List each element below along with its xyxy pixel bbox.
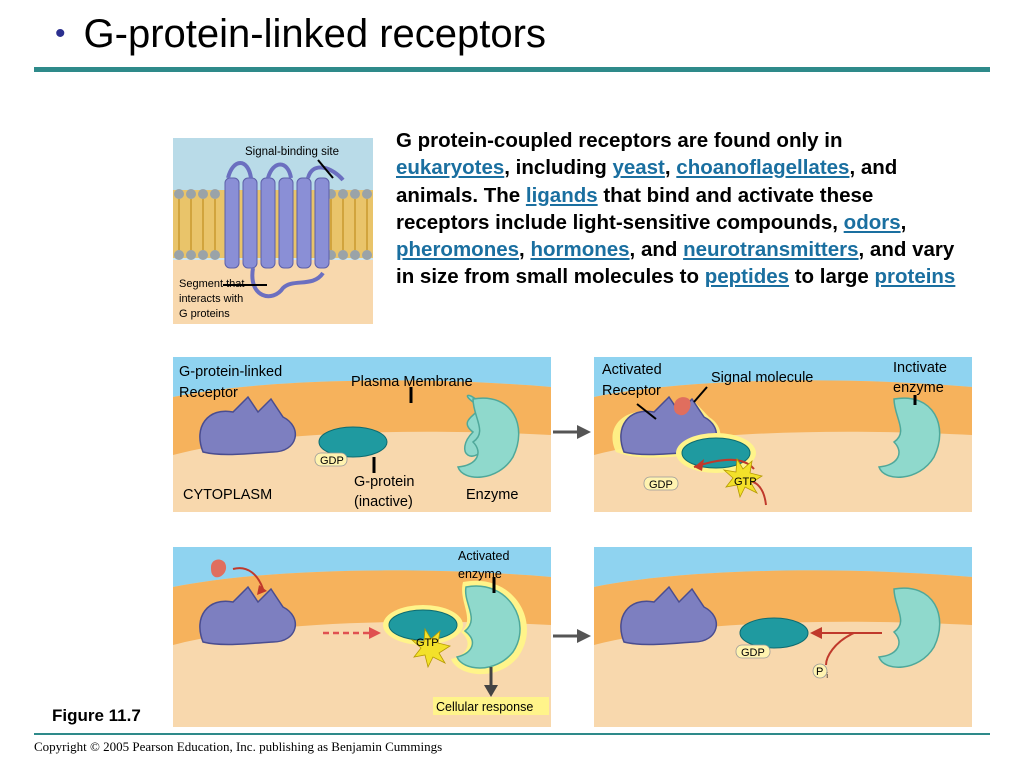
p1-gprotein-line2: (inactive) bbox=[354, 494, 413, 510]
panel-activated-enzyme: Cellular response GTP Activated enzyme bbox=[173, 547, 551, 727]
paragraph-text: , bbox=[664, 156, 677, 180]
segment-label-line3: G proteins bbox=[179, 308, 230, 320]
active-enzyme-shape bbox=[455, 585, 521, 669]
paragraph-text: , including bbox=[504, 156, 613, 180]
released-signal-shape bbox=[211, 559, 227, 578]
link-choanoflagellates[interactable]: choanoflagellates bbox=[676, 156, 850, 180]
p2-signal-molecule-label: Signal molecule bbox=[711, 370, 813, 386]
paragraph-text: G protein-coupled receptors are found on… bbox=[396, 129, 843, 152]
p2-inactive-line1: Inctivate bbox=[893, 360, 947, 376]
link-neurotransmitters[interactable]: neurotransmitters bbox=[683, 238, 859, 262]
link-peptides[interactable]: peptides bbox=[704, 265, 790, 289]
p1-cytoplasm-label: CYTOPLASM bbox=[183, 487, 272, 503]
footer-divider bbox=[34, 733, 990, 735]
paragraph-text: to large bbox=[789, 265, 875, 289]
p1-enzyme-label: Enzyme bbox=[466, 487, 518, 503]
paragraph-text: , and bbox=[629, 238, 684, 262]
p4-gdp-label: GDP bbox=[741, 647, 765, 659]
panel-inactive-state: GDP G-protein-linked Receptor Plasma Mem… bbox=[173, 357, 551, 512]
inactive-enzyme-shape bbox=[877, 397, 941, 478]
link-pheromones[interactable]: pheromones bbox=[396, 238, 520, 262]
link-hormones[interactable]: hormones bbox=[530, 238, 630, 262]
p1-receptor-line2: Receptor bbox=[179, 385, 238, 401]
link-odors[interactable]: odors bbox=[843, 210, 901, 234]
title-text: G-protein-linked receptors bbox=[83, 12, 546, 56]
p1-gdp-label: GDP bbox=[320, 455, 344, 467]
link-eukaryotes[interactable]: eukaryotes bbox=[396, 156, 505, 180]
link-proteins[interactable]: proteins bbox=[874, 265, 956, 289]
paragraph-text: , and animals. The bbox=[396, 156, 898, 207]
p2-activated-line1: Activated bbox=[602, 362, 662, 378]
p3-gtp-label: GTP bbox=[416, 637, 439, 649]
signal-binding-site-label: Signal-binding site bbox=[245, 146, 339, 158]
p1-plasma-membrane-label: Plasma Membrane bbox=[351, 374, 473, 390]
slide-title: • G-protein-linked receptors bbox=[55, 8, 546, 60]
p4-pi-sub: i bbox=[826, 673, 828, 680]
receptor-shape bbox=[199, 395, 297, 456]
title-bullet: • bbox=[55, 17, 66, 50]
description-paragraph: G protein-coupled receptors are found on… bbox=[396, 127, 956, 291]
p2-inactive-line2: enzyme bbox=[893, 380, 944, 396]
link-ligands[interactable]: ligands bbox=[525, 183, 598, 207]
step-arrow-2 bbox=[553, 629, 591, 643]
figure-label: Figure 11.7 bbox=[52, 706, 141, 725]
segment-label-line1: Segment that bbox=[179, 278, 244, 290]
receptor-structure-panel: Signal-binding site Segment that interac… bbox=[173, 138, 373, 324]
p1-receptor-line1: G-protein-linked bbox=[179, 364, 282, 380]
paragraph-text: , bbox=[519, 238, 531, 262]
p3-activated-enzyme-line1: Activated bbox=[458, 549, 509, 563]
signal-molecule-shape bbox=[674, 397, 691, 416]
panel-activated-receptor: GDP GTP Activated Receptor Signal molecu… bbox=[594, 357, 972, 512]
p2-gdp-label: GDP bbox=[649, 479, 673, 491]
p2-gtp-label: GTP bbox=[734, 476, 757, 488]
paragraph-text: , bbox=[900, 210, 907, 234]
paragraph-text: , and vary in size from small molecules … bbox=[396, 238, 955, 289]
gprotein-shape bbox=[318, 426, 388, 458]
title-divider bbox=[34, 67, 990, 72]
step-arrow-1 bbox=[553, 425, 591, 439]
p4-pi-p: P bbox=[816, 666, 823, 678]
link-yeast[interactable]: yeast bbox=[612, 156, 665, 180]
copyright-text: Copyright © 2005 Pearson Education, Inc.… bbox=[34, 739, 443, 754]
enzyme-shape bbox=[456, 397, 520, 478]
p3-activated-enzyme-line2: enzyme bbox=[458, 567, 502, 581]
p3-cellular-response-label: Cellular response bbox=[436, 700, 533, 714]
p2-activated-line2: Receptor bbox=[602, 383, 661, 399]
segment-label-line2: interacts with bbox=[179, 293, 243, 305]
paragraph-text: that bind and activate these receptors i… bbox=[396, 183, 874, 234]
p1-gprotein-line1: G-protein bbox=[354, 474, 414, 490]
